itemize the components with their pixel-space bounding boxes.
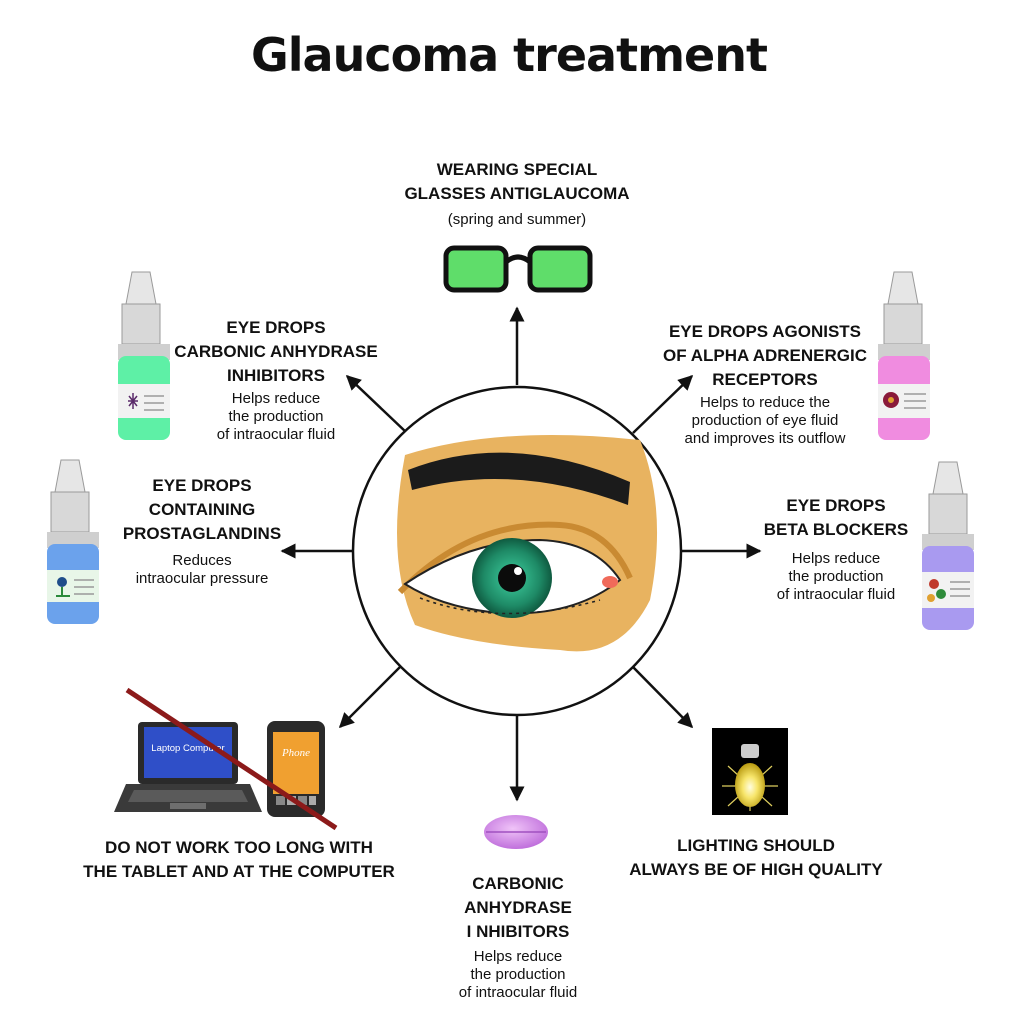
eye-drop-bottle-green-icon	[118, 271, 170, 440]
laptop-screen-text: Laptop Computer	[151, 743, 224, 754]
label-carbonic-anhydrase-pill: CARBONIC ANHYDRASE I NHIBITORS Helps red…	[458, 874, 578, 1001]
arrow-upper-right	[632, 374, 694, 434]
label-devices-warning: DO NOT WORK TOO LONG WITH THE TABLET AND…	[83, 838, 395, 881]
arrow-upper-left	[345, 374, 408, 434]
label-carbonic-anhydrase-drops: EYE DROPS CARBONIC ANHYDRASE INHIBITORS …	[174, 318, 378, 443]
label-alpha-adrenergic-drops: EYE DROPS AGONISTS OF ALPHA ADRENERGIC R…	[663, 322, 867, 447]
arrow-lower-right	[632, 666, 694, 729]
laptop-icon: Laptop Computer	[114, 722, 262, 812]
label-glasses: WEARING SPECIAL GLASSES ANTIGLAUCOMA (sp…	[404, 160, 630, 228]
light-bulb-icon	[712, 728, 788, 815]
phone-screen-text: Phone	[281, 747, 310, 759]
arrows	[280, 306, 762, 802]
arrow-lower-left	[338, 666, 401, 729]
center-eye-circle	[351, 385, 683, 717]
pill-icon	[484, 815, 548, 849]
cross-out-line	[125, 687, 338, 831]
glasses-icon	[443, 245, 593, 293]
eye-icon	[397, 435, 658, 652]
label-beta-blocker-drops: EYE DROPS BETA BLOCKERS Helps reduce the…	[763, 496, 909, 603]
eye-drop-bottle-pink-icon	[878, 271, 930, 440]
label-prostaglandin-drops: EYE DROPS CONTAINING PROSTAGLANDINS Redu…	[122, 476, 282, 587]
eye-drop-bottle-violet-icon	[922, 461, 974, 630]
eye-drop-bottle-blue-icon	[47, 459, 99, 624]
page-title: Glaucoma treatment	[251, 28, 768, 82]
label-lighting: LIGHTING SHOULD ALWAYS BE OF HIGH QUALIT…	[629, 836, 883, 879]
